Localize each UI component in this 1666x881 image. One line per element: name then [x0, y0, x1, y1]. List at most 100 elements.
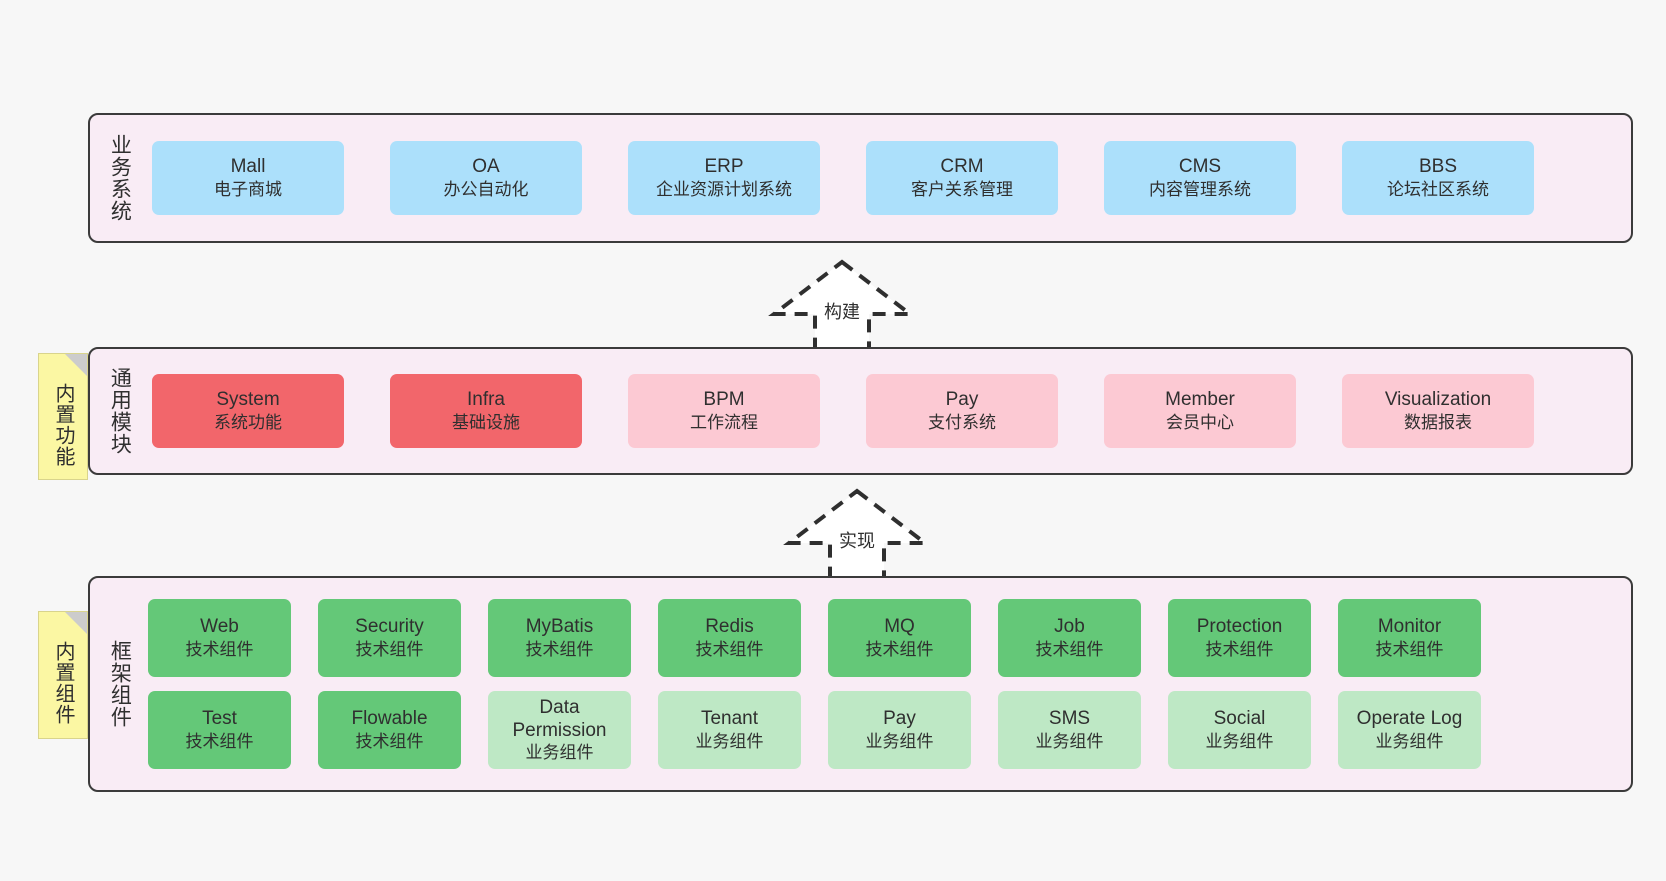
layer-framework-components: 框架组件 Web 技术组件 Security 技术组件 MyBatis 技术组件… [88, 576, 1633, 792]
card-redis[interactable]: Redis 技术组件 [658, 599, 801, 677]
layer-business-systems: 业务系统 Mall 电子商城 OA 办公自动化 ERP 企业资源计划系统 CRM… [88, 113, 1633, 243]
card-test[interactable]: Test 技术组件 [148, 691, 291, 769]
card-pay-component-desc: 业务组件 [865, 731, 934, 751]
card-infra-name: Infra [466, 389, 506, 411]
card-web-name: Web [200, 616, 239, 638]
card-pay-component-name: Pay [883, 708, 916, 730]
card-member[interactable]: Member 会员中心 [1104, 374, 1296, 448]
layer-business-systems-title: 业务系统 [108, 134, 132, 222]
card-protection[interactable]: Protection 技术组件 [1168, 599, 1311, 677]
layer-common-modules-cards: System 系统功能 Infra 基础设施 BPM 工作流程 Pay 支付系统… [138, 349, 1631, 473]
card-data-permission[interactable]: Data Permission 业务组件 [488, 691, 631, 769]
card-social-desc: 业务组件 [1205, 731, 1274, 751]
card-sms-desc: 业务组件 [1035, 731, 1104, 751]
generalization-arrow-build: 构建 [757, 258, 927, 356]
generalization-arrow-realize: 实现 [772, 487, 942, 585]
card-pay-module-desc: 支付系统 [928, 412, 996, 432]
layer-framework-components-title: 框架组件 [108, 640, 132, 728]
card-flowable[interactable]: Flowable 技术组件 [318, 691, 461, 769]
card-job-name: Job [1054, 616, 1085, 638]
card-job-desc: 技术组件 [1035, 639, 1104, 659]
card-bpm-desc: 工作流程 [690, 412, 758, 432]
card-tenant[interactable]: Tenant 业务组件 [658, 691, 801, 769]
card-infra-desc: 基础设施 [452, 412, 520, 432]
card-visualization-desc: 数据报表 [1404, 412, 1472, 432]
card-pay-module-name: Pay [945, 389, 979, 411]
card-erp[interactable]: ERP 企业资源计划系统 [628, 141, 820, 215]
card-mybatis-desc: 技术组件 [525, 639, 594, 659]
card-visualization[interactable]: Visualization 数据报表 [1342, 374, 1534, 448]
card-cms-desc: 内容管理系统 [1149, 179, 1251, 199]
card-job[interactable]: Job 技术组件 [998, 599, 1141, 677]
card-operate-log-name: Operate Log [1356, 708, 1463, 730]
card-test-desc: 技术组件 [185, 731, 254, 751]
layer-framework-components-cards: Web 技术组件 Security 技术组件 MyBatis 技术组件 Redi… [138, 578, 1631, 790]
card-mq[interactable]: MQ 技术组件 [828, 599, 971, 677]
card-security[interactable]: Security 技术组件 [318, 599, 461, 677]
card-bbs[interactable]: BBS 论坛社区系统 [1342, 141, 1534, 215]
card-member-name: Member [1165, 389, 1235, 411]
card-bpm-name: BPM [703, 389, 745, 411]
sticky-note-builtin-components-label: 内置组件 [52, 641, 74, 725]
card-web[interactable]: Web 技术组件 [148, 599, 291, 677]
card-tenant-name: Tenant [700, 708, 759, 730]
card-sms[interactable]: SMS 业务组件 [998, 691, 1141, 769]
card-bbs-name: BBS [1418, 156, 1458, 178]
card-pay-component[interactable]: Pay 业务组件 [828, 691, 971, 769]
sticky-note-builtin-components: 内置组件 [38, 611, 88, 739]
arrow-build-label: 构建 [824, 302, 860, 322]
card-redis-desc: 技术组件 [695, 639, 764, 659]
card-erp-desc: 企业资源计划系统 [656, 179, 792, 199]
card-protection-name: Protection [1196, 616, 1283, 638]
card-sms-name: SMS [1048, 708, 1091, 730]
layer-common-modules-title: 通用模块 [108, 367, 132, 455]
card-crm-name: CRM [940, 156, 984, 178]
card-pay-module[interactable]: Pay 支付系统 [866, 374, 1058, 448]
card-monitor[interactable]: Monitor 技术组件 [1338, 599, 1481, 677]
sticky-note-builtin-features-label: 内置功能 [52, 382, 74, 467]
card-monitor-name: Monitor [1377, 616, 1442, 638]
card-mybatis-name: MyBatis [525, 616, 594, 638]
card-social[interactable]: Social 业务组件 [1168, 691, 1311, 769]
card-system-name: System [216, 389, 280, 411]
card-web-desc: 技术组件 [185, 639, 254, 659]
card-mq-name: MQ [884, 616, 915, 638]
card-bpm[interactable]: BPM 工作流程 [628, 374, 820, 448]
card-flowable-name: Flowable [351, 708, 428, 730]
card-mall[interactable]: Mall 电子商城 [152, 141, 344, 215]
card-security-name: Security [355, 616, 424, 638]
card-tenant-desc: 业务组件 [695, 731, 764, 751]
card-data-permission-desc: 业务组件 [525, 743, 594, 763]
card-crm-desc: 客户关系管理 [911, 179, 1013, 199]
card-redis-name: Redis [705, 616, 754, 638]
card-visualization-name: Visualization [1384, 389, 1492, 411]
card-cms-name: CMS [1178, 156, 1222, 178]
card-security-desc: 技术组件 [355, 639, 424, 659]
card-mybatis[interactable]: MyBatis 技术组件 [488, 599, 631, 677]
card-system-desc: 系统功能 [214, 412, 282, 432]
card-erp-name: ERP [704, 156, 744, 178]
layer-business-systems-cards: Mall 电子商城 OA 办公自动化 ERP 企业资源计划系统 CRM 客户关系… [138, 115, 1631, 241]
card-test-name: Test [202, 708, 237, 730]
card-mall-name: Mall [230, 156, 266, 178]
card-oa-desc: 办公自动化 [443, 179, 529, 199]
arrow-realize-label: 实现 [839, 531, 875, 551]
framework-row-business: Test 技术组件 Flowable 技术组件 Data Permission … [148, 691, 1617, 769]
card-cms[interactable]: CMS 内容管理系统 [1104, 141, 1296, 215]
card-monitor-desc: 技术组件 [1375, 639, 1444, 659]
card-social-name: Social [1213, 708, 1266, 730]
card-bbs-desc: 论坛社区系统 [1387, 179, 1489, 199]
card-system[interactable]: System 系统功能 [152, 374, 344, 448]
card-crm[interactable]: CRM 客户关系管理 [866, 141, 1058, 215]
card-operate-log-desc: 业务组件 [1375, 731, 1444, 751]
card-flowable-desc: 技术组件 [355, 731, 424, 751]
card-mall-desc: 电子商城 [214, 179, 282, 199]
card-data-permission-name: Data Permission [512, 696, 607, 741]
card-infra[interactable]: Infra 基础设施 [390, 374, 582, 448]
card-oa[interactable]: OA 办公自动化 [390, 141, 582, 215]
card-mq-desc: 技术组件 [865, 639, 934, 659]
card-protection-desc: 技术组件 [1205, 639, 1274, 659]
card-member-desc: 会员中心 [1166, 412, 1234, 432]
card-operate-log[interactable]: Operate Log 业务组件 [1338, 691, 1481, 769]
